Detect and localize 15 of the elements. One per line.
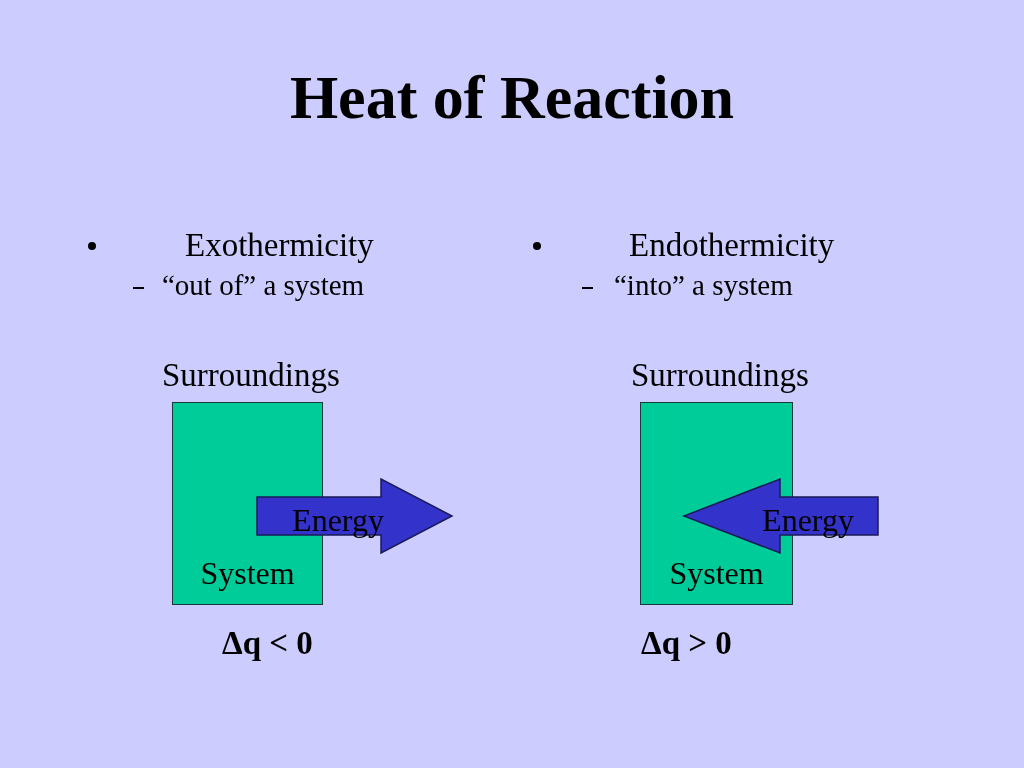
block-arrow [257, 479, 452, 553]
box-label: System [669, 554, 764, 592]
bullet-heading: Endothermicity [629, 227, 835, 265]
block-arrow [684, 479, 878, 553]
slide-title: Heat of Reaction [289, 62, 735, 133]
delta-q-condition: Δq > 0 [641, 625, 732, 663]
region-label: Surroundings [162, 357, 340, 395]
bullet-subpoint: “into” a system [614, 269, 793, 303]
region-label: Surroundings [631, 357, 809, 395]
arrow-label: Energy [292, 501, 384, 539]
bullet-heading: Exothermicity [185, 227, 374, 265]
arrow-label: Energy [762, 501, 854, 539]
delta-q-condition: Δq < 0 [222, 625, 313, 663]
box-label: System [200, 554, 295, 592]
bullet-subpoint: “out of” a system [162, 269, 365, 303]
